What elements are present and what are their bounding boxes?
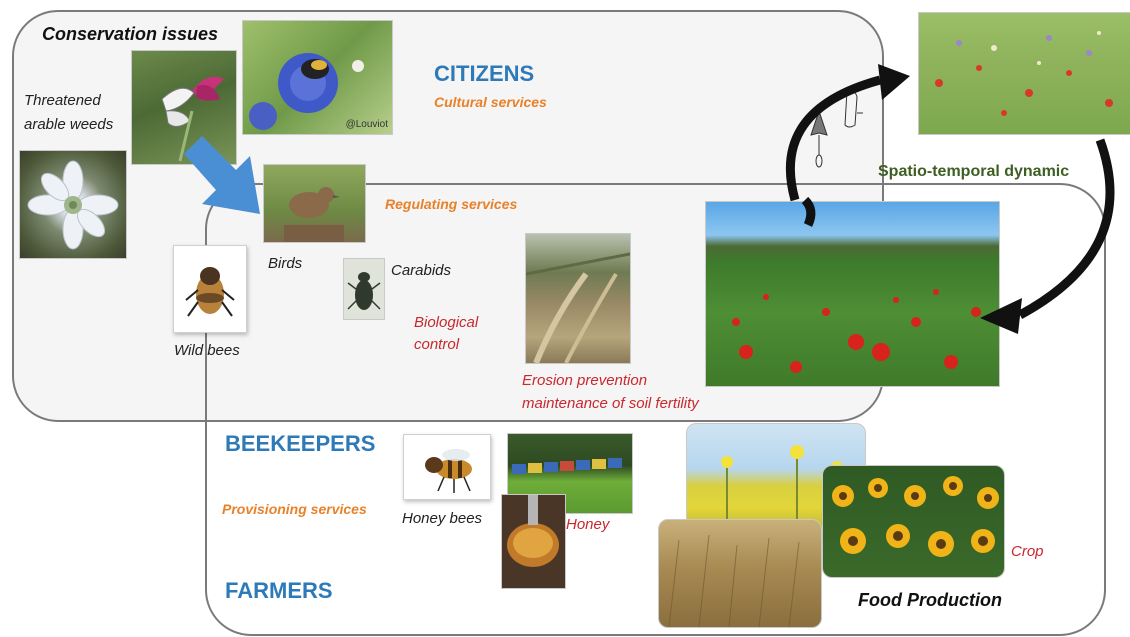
arable-weed-flower-photo xyxy=(19,150,127,259)
beehives-photo xyxy=(507,433,633,514)
erosion-prevention-line1: Erosion prevention xyxy=(522,372,648,389)
wild-bee-photo xyxy=(173,245,247,333)
butterfly-photo xyxy=(131,50,237,165)
biological-control-line2: control xyxy=(414,336,460,353)
carabids-label: Carabids xyxy=(391,262,452,279)
crop-label: Crop xyxy=(1011,543,1044,560)
erosion-field-photo xyxy=(525,233,631,364)
conservation-issues-title: Conservation issues xyxy=(42,24,219,44)
honey-photo xyxy=(501,494,566,589)
regulating-services-label: Regulating services xyxy=(385,196,518,212)
farmers-heading: FARMERS xyxy=(225,578,333,603)
photo-credit: @Louviot xyxy=(345,119,388,130)
citizens-heading: CITIZENS xyxy=(434,61,535,86)
bumblebee-cornflower-photo: @Louviot xyxy=(242,20,393,135)
bird-photo xyxy=(263,164,366,243)
food-production-label: Food Production xyxy=(858,590,1002,610)
erosion-prevention-line2: maintenance of soil fertility xyxy=(522,395,699,412)
sunflower-photo xyxy=(822,465,1005,578)
beekeepers-heading: BEEKEEPERS xyxy=(225,431,376,456)
threatened-weeds-line2: arable weeds xyxy=(24,116,114,133)
honey-label: Honey xyxy=(566,516,610,533)
threatened-weeds-line1: Threatened xyxy=(24,92,101,109)
poppy-field-photo xyxy=(705,201,1000,387)
biological-control-line1: Biological xyxy=(414,314,479,331)
farmers-region xyxy=(205,183,1106,636)
meadow-photo xyxy=(918,12,1130,135)
honey-bee-photo xyxy=(403,434,491,500)
wild-bees-label: Wild bees xyxy=(174,342,240,359)
honey-bees-label: Honey bees xyxy=(402,510,483,527)
birds-label: Birds xyxy=(268,255,303,272)
cultural-services-label: Cultural services xyxy=(434,94,547,110)
carabid-photo xyxy=(343,258,385,320)
spatio-temporal-dynamic-label: Spatio-temporal dynamic xyxy=(878,163,1070,180)
conservation-arrow-icon xyxy=(184,136,260,214)
spatio-temporal-cycle-arrows-icon xyxy=(785,64,1115,334)
provisioning-services-label: Provisioning services xyxy=(222,501,367,517)
wheat-photo xyxy=(658,519,822,628)
